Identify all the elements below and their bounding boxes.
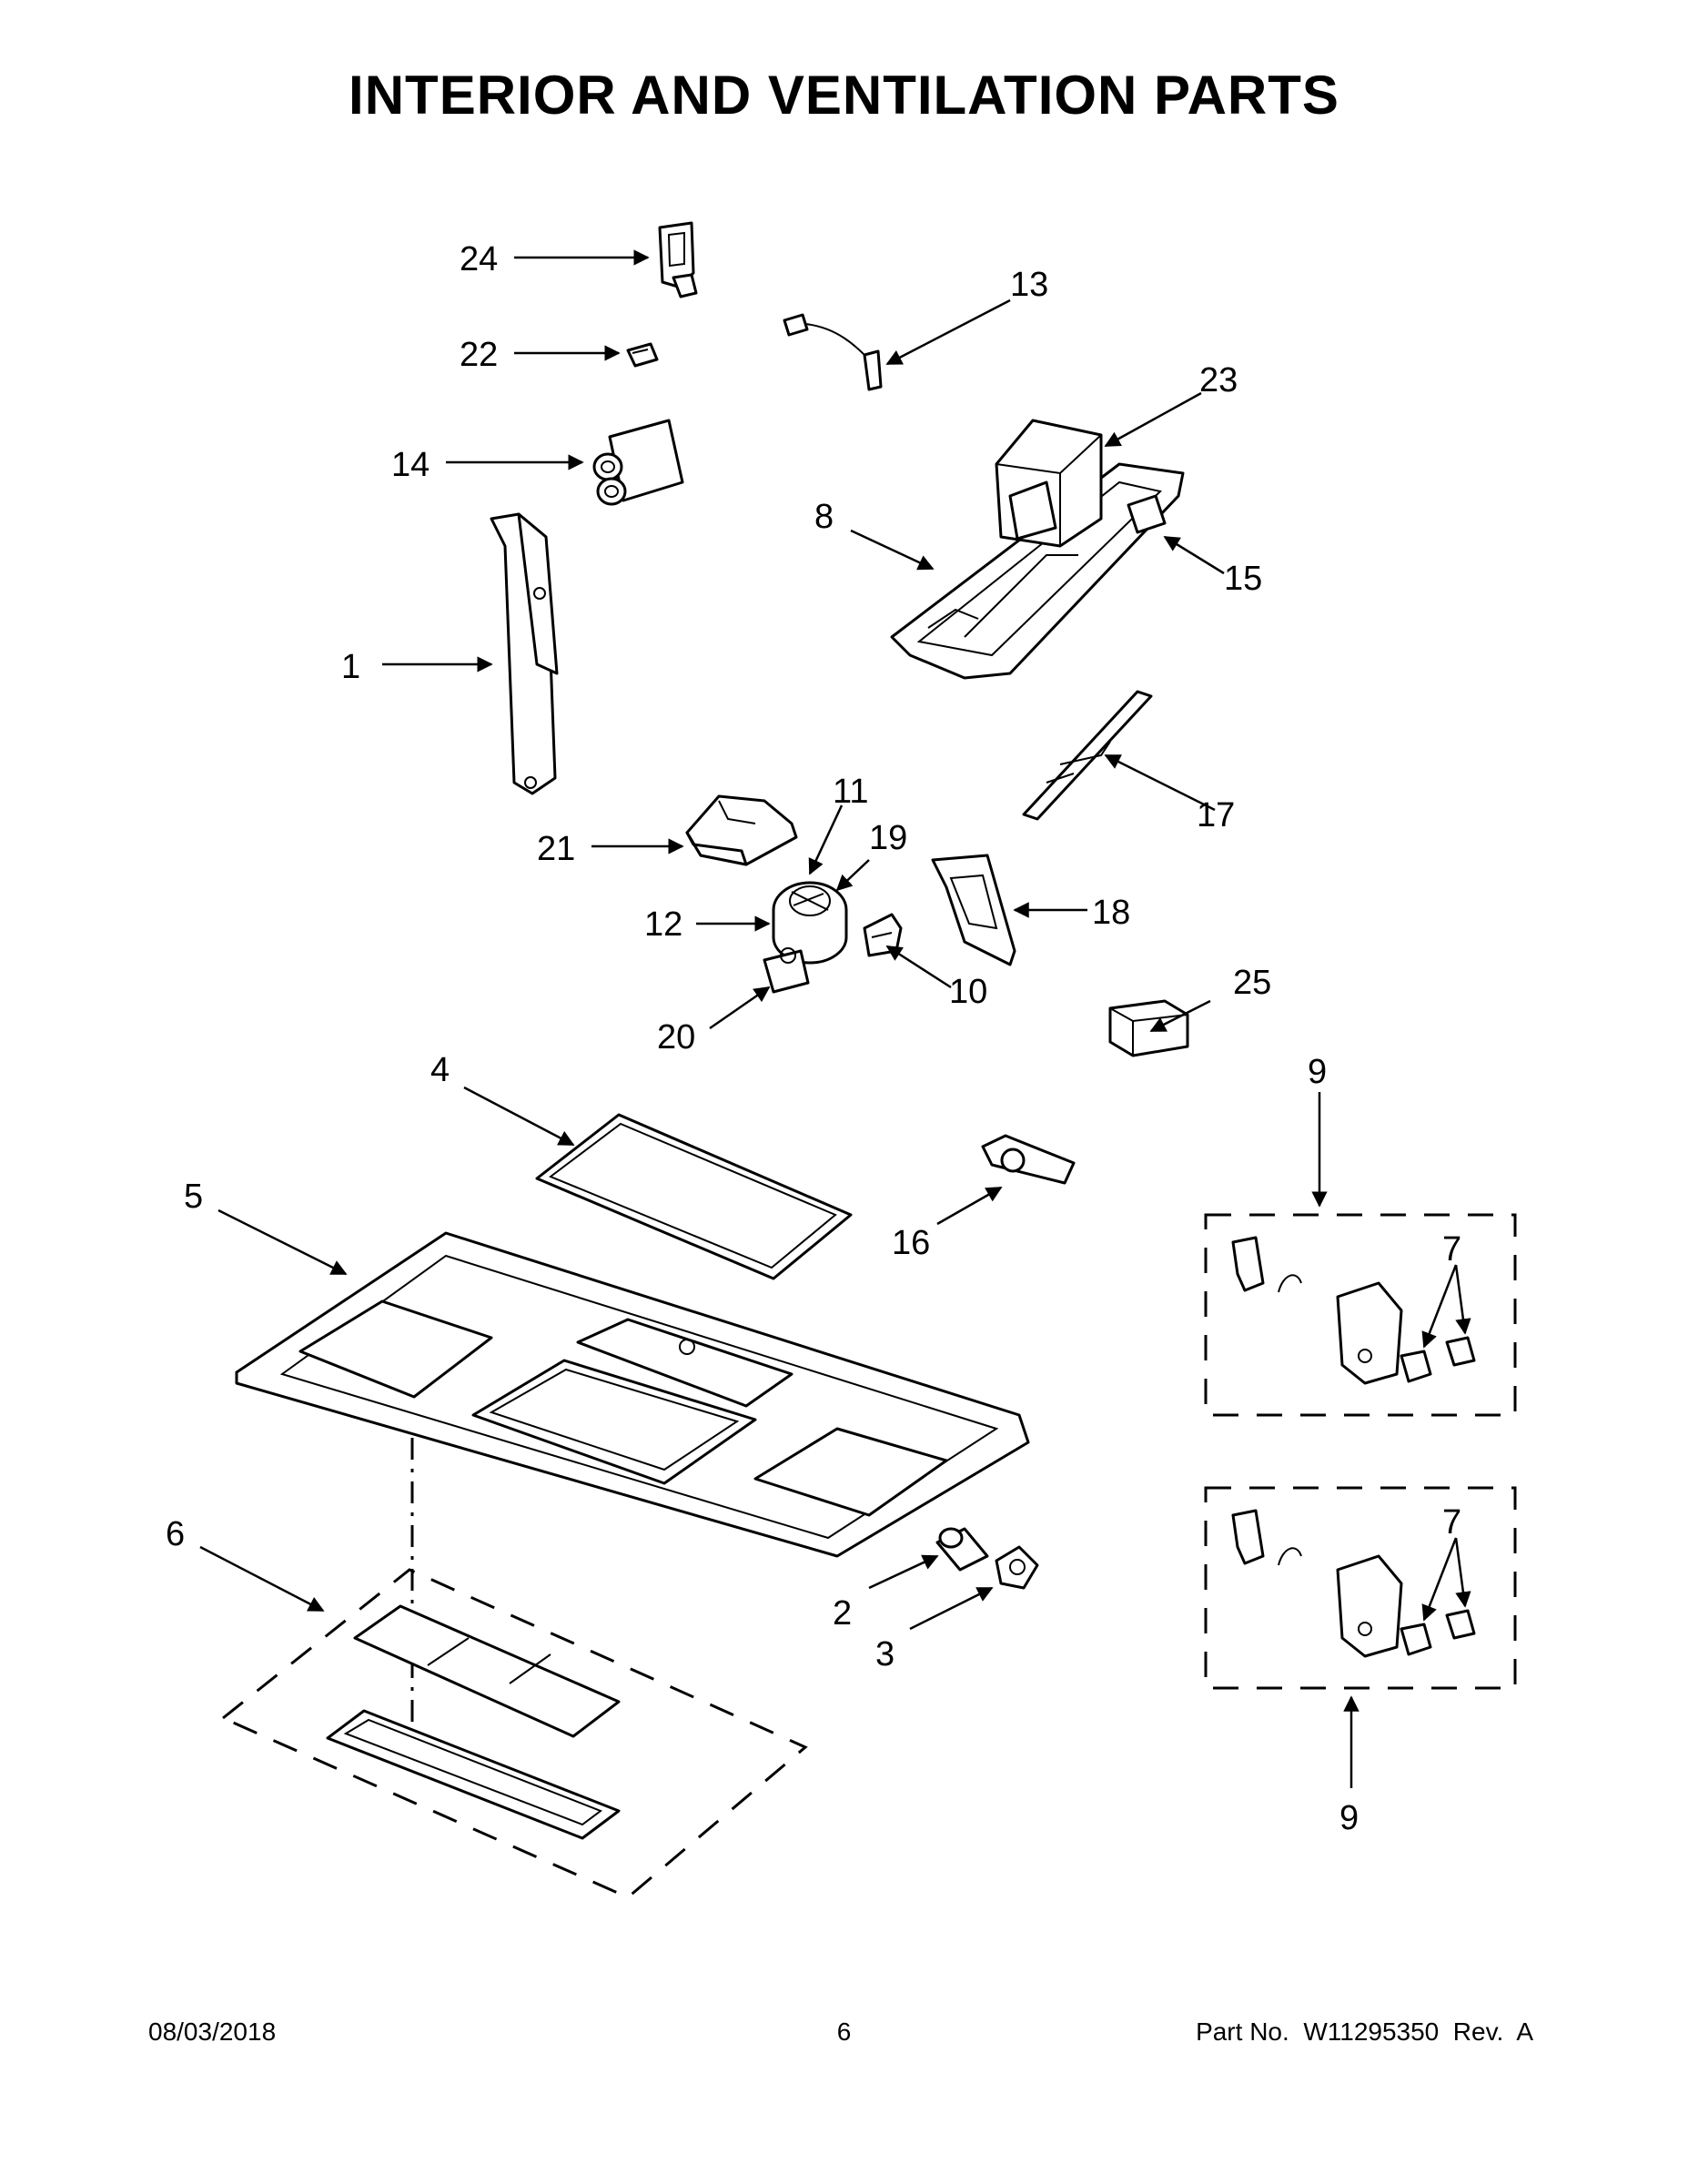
part-2-light-socket (935, 1527, 989, 1572)
part-18-damper-plate (931, 854, 1016, 966)
part-24-bracket (658, 221, 698, 298)
part-10-latch (863, 913, 903, 957)
footer-page-number: 6 (836, 2017, 852, 2046)
callout-7-upper: 7 (1442, 1230, 1461, 1269)
part-9-door-switch-kit-lower (1204, 1486, 1517, 1690)
callout-18: 18 (1092, 894, 1130, 932)
callout-19: 19 (869, 819, 907, 857)
callout-14: 14 (391, 446, 430, 484)
callout-2: 2 (833, 1594, 852, 1633)
callout-6: 6 (166, 1515, 185, 1553)
callout-7-lower: 7 (1442, 1503, 1461, 1542)
part-15-box (1127, 494, 1167, 534)
callout-13: 13 (1010, 266, 1048, 304)
callout-25: 25 (1233, 964, 1271, 1002)
callout-8: 8 (814, 498, 834, 536)
part-21-housing (685, 794, 798, 866)
callout-24: 24 (460, 240, 498, 278)
callout-9-upper: 9 (1308, 1053, 1327, 1091)
callout-15: 15 (1224, 560, 1262, 598)
callout-21: 21 (537, 830, 575, 868)
part-14-capacitor (592, 419, 684, 506)
callout-11: 11 (833, 773, 868, 811)
part-17-rail (1022, 690, 1153, 821)
part-22-clip (626, 342, 659, 368)
callout-labels: 24 22 13 14 23 8 15 1 17 21 11 19 12 18 … (166, 240, 1461, 1837)
part-8-base-plate (890, 462, 1185, 680)
part-4-filter-frame (535, 1113, 853, 1280)
callout-4: 4 (430, 1051, 450, 1089)
callout-16: 16 (892, 1224, 930, 1262)
callout-23: 23 (1199, 361, 1238, 399)
callout-5: 5 (184, 1178, 203, 1216)
part-9-door-switch-kit-upper (1204, 1213, 1517, 1417)
footer-date: 08/03/2018 (148, 2017, 277, 2046)
callout-1: 1 (341, 648, 360, 686)
callout-20: 20 (657, 1018, 695, 1057)
part-12-motor (772, 881, 848, 965)
part-23-transformer (995, 419, 1103, 548)
part-5-cavity-panel (235, 1231, 1030, 1558)
part-1-vertical-bracket (490, 512, 559, 795)
part-16-bracket (981, 1134, 1076, 1185)
callout-12: 12 (644, 905, 682, 944)
leader-lines (199, 249, 1471, 1788)
part-3-bulb-holder (995, 1545, 1039, 1590)
part-20-switch (763, 947, 810, 994)
part-25-box (1108, 999, 1189, 1057)
part-13-wire (783, 313, 883, 391)
page-title: INTERIOR AND VENTILATION PARTS (349, 65, 1339, 126)
callout-10: 10 (949, 973, 987, 1011)
callout-17: 17 (1197, 796, 1235, 834)
part-6-filter-kit (220, 1568, 808, 1899)
callout-9-lower: 9 (1339, 1799, 1359, 1837)
footer-part-number: Part No. W11295350 Rev. A (1196, 2017, 1533, 2046)
callout-22: 22 (460, 336, 498, 374)
callout-3: 3 (875, 1635, 895, 1673)
